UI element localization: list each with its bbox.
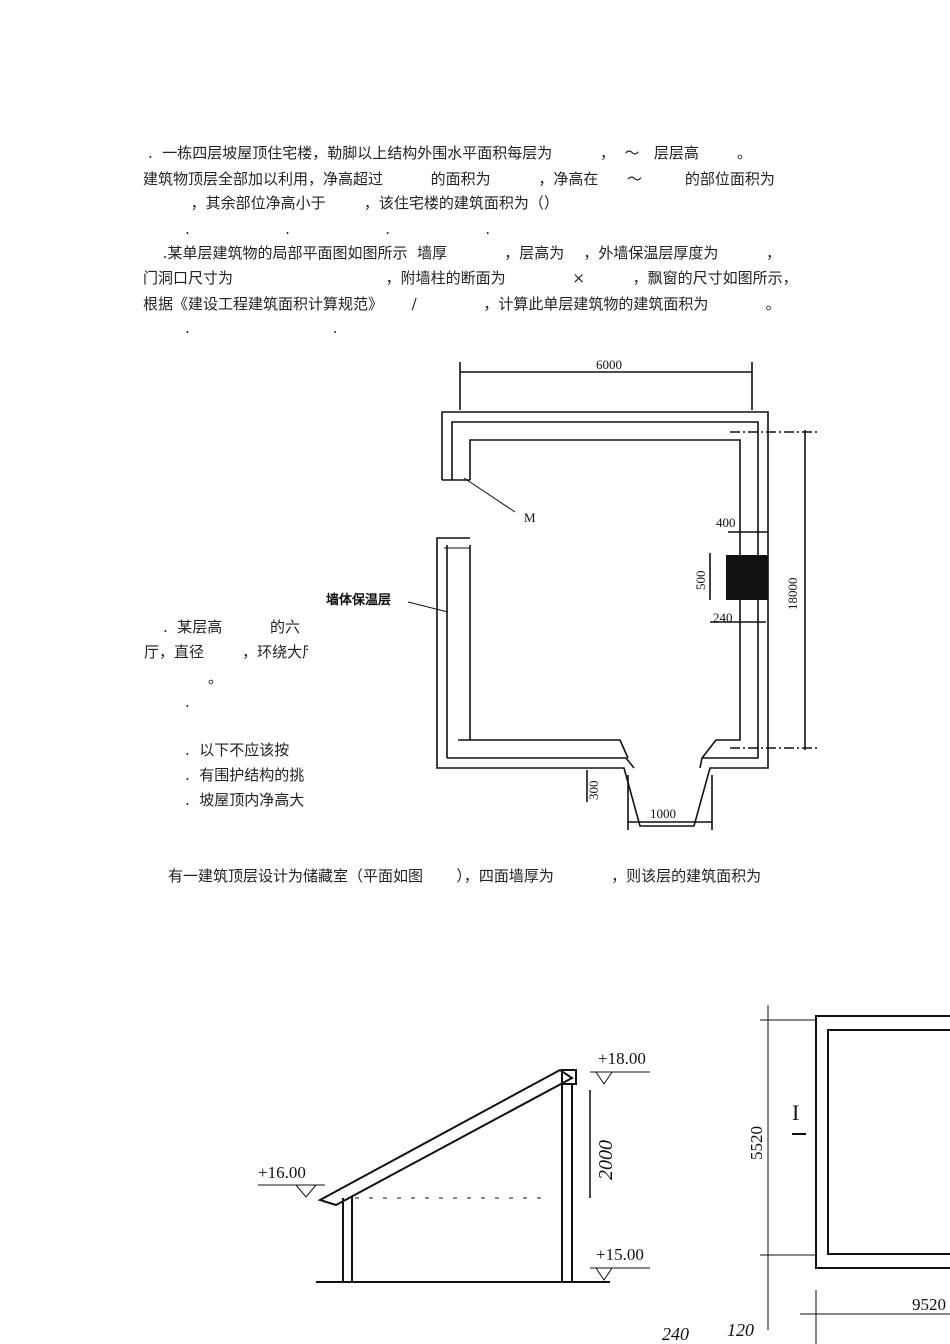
q4-line1: . 以下不应该按 xyxy=(185,741,290,759)
storage-plan xyxy=(760,1005,950,1344)
elevation-18: +18.00 xyxy=(598,1049,646,1068)
q2-line1: .某单层建筑物的局部平面图如图所示 墙厚 ，层高为 ，外墙保温层厚度为 ， xyxy=(158,244,782,262)
q3-line1: . 某层高 的六 xyxy=(163,618,300,636)
dim-2000: 2000 xyxy=(595,1140,617,1180)
q1-line1: . 一栋四层坡屋顶住宅楼，勒脚以上结构外围水平面积每层为 ， ～ 层层高 。 xyxy=(148,144,752,162)
dim-400: 400 xyxy=(716,515,736,530)
section-figure xyxy=(258,1068,650,1283)
dim-240-wall: 240 xyxy=(662,1324,689,1344)
q1-line3: ，其余部位净高小于 ，该住宅楼的建筑面积为（） xyxy=(143,194,559,212)
q1-options: . . . . xyxy=(185,220,491,238)
q4-option: . 坡屋顶内净高大 xyxy=(185,791,305,809)
dim-120-wall: 120 xyxy=(727,1320,754,1340)
q3-options: . . xyxy=(185,693,190,711)
dim-1000: 1000 xyxy=(650,806,676,821)
section-mark: I xyxy=(792,1100,799,1125)
wall-pillar xyxy=(726,555,768,600)
dim-18000: 18000 xyxy=(785,578,800,611)
elevation-15: +15.00 xyxy=(596,1245,644,1264)
q4-option: . 有围护结构的挑 xyxy=(185,766,305,784)
q2-options: . . xyxy=(185,319,338,337)
insulation-label: 墙体保温层 xyxy=(326,592,391,608)
q3-line2: 厅，直径 ，环绕大厅 xyxy=(144,643,308,661)
dim-300: 300 xyxy=(586,781,601,801)
q3-line3: 。 xyxy=(208,669,224,687)
dim-500: 500 xyxy=(693,571,708,591)
q1-line2: 建筑物顶层全部加以利用，净高超过 的面积为 ，净高在 ～ 的部位面积为 xyxy=(143,170,775,188)
dim-6000: 6000 xyxy=(596,357,622,372)
dim-9520: 9520 xyxy=(912,1295,946,1314)
q2-line3: 根据《建设工程建筑面积计算规范》 / ，计算此单层建筑物的建筑面积为 。 xyxy=(143,295,781,313)
q3-q4-clipped: . 某层高 的六 厅，直径 ，环绕大厅 。 . . . 以下不应该按 . 有围护… xyxy=(140,600,308,830)
dim-240: 240 xyxy=(713,610,733,625)
q2-line2: 门洞口尺寸为 ，附墙柱的断面为 × ，飘窗的尺寸如图所示， xyxy=(143,269,798,287)
elevation-16: +16.00 xyxy=(258,1163,306,1182)
dim-5520: 5520 xyxy=(747,1126,766,1160)
door-label: M xyxy=(524,510,536,525)
q5-line1: 有一建筑顶层设计为储藏室（平面如图 ），四面墙厚为 ，则该层的建筑面积为 xyxy=(168,867,762,885)
